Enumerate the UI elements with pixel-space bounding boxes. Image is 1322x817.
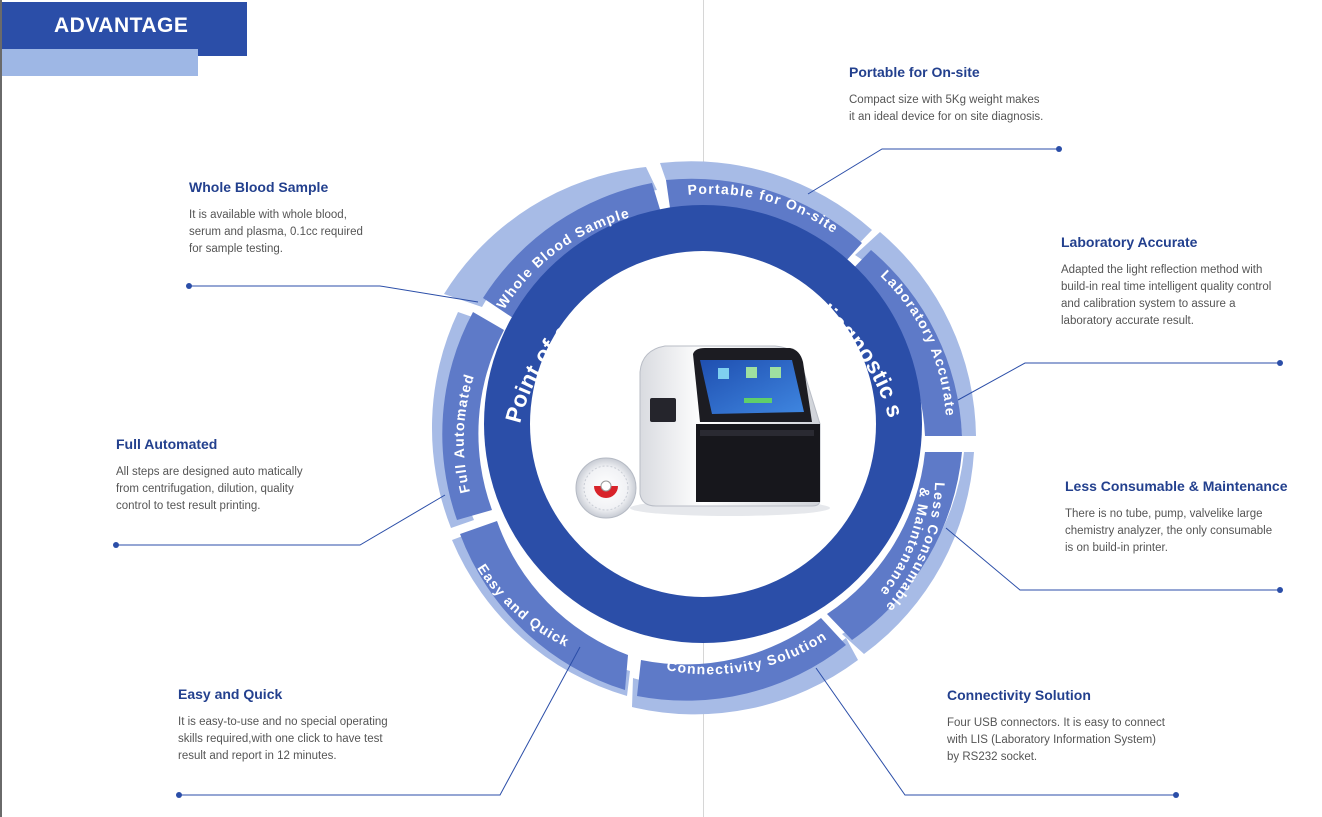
ring-segment-easy [460,521,628,690]
connector-easy [179,646,581,796]
ring-segment-connectivity [637,618,846,701]
feature-title: Connectivity Solution [947,687,1091,703]
feature-whole-blood: Whole Blood Sample It is available with … [189,179,363,258]
ring-segment-automated [442,312,504,520]
feature-title: Full Automated [116,436,218,452]
endpoint-laboratory [1277,360,1283,366]
connector-whole-blood [189,285,479,303]
endpoint-easy [176,792,182,798]
feature-description: Adapted the light reflection method with… [1061,264,1272,327]
endpoint-connectivity [1173,792,1179,798]
feature-title: Easy and Quick [178,686,283,702]
feature-connectivity: Connectivity Solution Four USB connector… [947,687,1165,766]
endpoint-less-consumable [1277,587,1283,593]
connector-automated [116,494,446,546]
feature-description: It is available with whole blood,serum a… [189,209,363,255]
connector-less-consumable [945,527,1280,591]
connector-endpoints [113,146,1283,798]
feature-easy: Easy and Quick It is easy-to-use and no … [178,686,388,765]
feature-description: Four USB connectors. It is easy to conne… [947,717,1165,763]
connector-portable [807,148,1059,195]
endpoint-whole-blood [186,283,192,289]
feature-portable: Portable for On-site Compact size with 5… [849,64,1043,126]
reagent-disc-image [575,457,637,519]
endpoint-portable [1056,146,1062,152]
section-tag-accent [2,49,198,76]
analyzer-device-image [630,345,830,516]
feature-description: It is easy-to-use and no special operati… [178,716,388,762]
endpoint-automated [113,542,119,548]
feature-title: Laboratory Accurate [1061,234,1198,250]
feature-less-consumable: Less Consumable & Maintenance There is n… [1065,478,1288,557]
feature-automated: Full Automated All steps are designed au… [116,436,303,515]
outer-segment-laboratory [855,232,976,436]
connector-laboratory [957,362,1280,401]
feature-laboratory: Laboratory Accurate Adapted the light re… [1061,234,1271,330]
ring-segment-less-consumable [827,452,962,640]
feature-title: Less Consumable & Maintenance [1065,478,1288,494]
feature-title: Whole Blood Sample [189,179,329,195]
outer-segment-automated [431,312,481,528]
connector-lines [116,148,1280,796]
section-tag-bar [2,2,247,56]
page-left-edge [0,0,2,817]
feature-title: Portable for On-site [849,64,980,80]
section-title: ADVANTAGE [54,14,189,37]
connector-connectivity [815,667,1176,796]
